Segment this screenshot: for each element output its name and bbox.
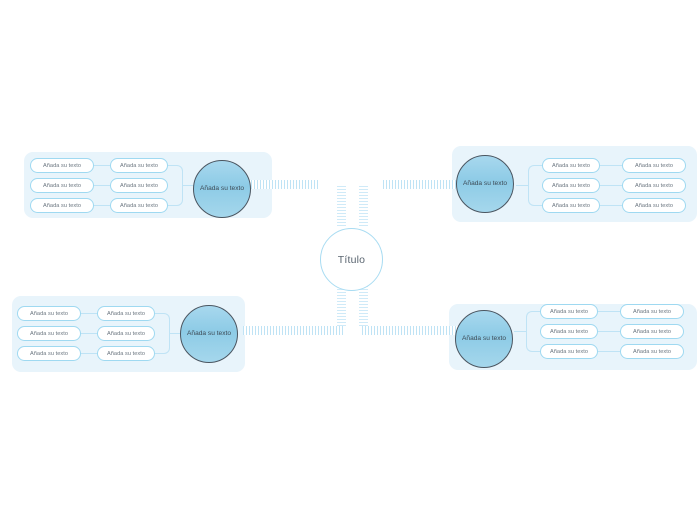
link-bottom-right-1 [598, 311, 620, 312]
leaf-pill-bottom-left-outer-1[interactable]: Añada su texto [17, 306, 81, 321]
center-title-label: Título [337, 253, 366, 266]
center-title-node[interactable]: Título [320, 228, 383, 291]
trunk-connector-top-left-vertical [337, 186, 346, 228]
leaf-pill-bottom-right-outer-2[interactable]: Añada su texto [620, 324, 684, 339]
leaf-label: Añada su texto [42, 182, 82, 189]
link-top-right-1 [600, 165, 622, 166]
leaf-label: Añada su texto [551, 182, 591, 189]
bracket-bottom-left [155, 313, 170, 354]
bracket-top-left [168, 165, 183, 206]
leaf-pill-bottom-right-inner-2[interactable]: Añada su texto [540, 324, 598, 339]
leaf-pill-top-left-inner-1[interactable]: Añada su texto [110, 158, 168, 173]
trunk-connector-bottom-left-vertical [337, 286, 346, 326]
link-bottom-left-2 [81, 333, 97, 334]
bracket-stem-top-left [183, 185, 195, 186]
leaf-label: Añada su texto [119, 182, 159, 189]
leaf-label: Añada su texto [634, 202, 674, 209]
branch-hub-top-left[interactable]: Añada su texto [193, 160, 251, 218]
trunk-connector-left [245, 180, 320, 189]
leaf-label: Añada su texto [106, 310, 146, 317]
leaf-label: Añada su texto [29, 310, 69, 317]
leaf-label: Añada su texto [551, 162, 591, 169]
branch-hub-bottom-left[interactable]: Añada su texto [180, 305, 238, 363]
branch-hub-top-right-label: Añada su texto [463, 180, 507, 188]
leaf-label: Añada su texto [119, 202, 159, 209]
leaf-pill-bottom-left-outer-3[interactable]: Añada su texto [17, 346, 81, 361]
link-top-left-2 [94, 185, 110, 186]
bracket-stem-bottom-right [514, 331, 527, 332]
trunk-connector-bottom-right-vertical [359, 286, 368, 326]
leaf-pill-bottom-left-inner-3[interactable]: Añada su texto [97, 346, 155, 361]
branch-hub-bottom-right-label: Añada su texto [462, 335, 506, 343]
leaf-pill-top-right-outer-1[interactable]: Añada su texto [622, 158, 686, 173]
leaf-pill-top-right-outer-3[interactable]: Añada su texto [622, 198, 686, 213]
leaf-pill-top-left-inner-2[interactable]: Añada su texto [110, 178, 168, 193]
link-bottom-right-2 [598, 331, 620, 332]
leaf-label: Añada su texto [29, 350, 69, 357]
leaf-label: Añada su texto [42, 162, 82, 169]
leaf-label: Añada su texto [29, 330, 69, 337]
link-top-left-3 [94, 205, 110, 206]
branch-hub-bottom-left-label: Añada su texto [187, 330, 231, 338]
leaf-pill-bottom-left-inner-1[interactable]: Añada su texto [97, 306, 155, 321]
branch-hub-top-right[interactable]: Añada su texto [456, 155, 514, 213]
leaf-label: Añada su texto [549, 328, 589, 335]
link-bottom-left-1 [81, 313, 97, 314]
leaf-pill-bottom-right-outer-1[interactable]: Añada su texto [620, 304, 684, 319]
bracket-stem-bottom-left [170, 333, 182, 334]
leaf-label: Añada su texto [632, 328, 672, 335]
leaf-pill-top-right-outer-2[interactable]: Añada su texto [622, 178, 686, 193]
leaf-label: Añada su texto [551, 202, 591, 209]
leaf-label: Añada su texto [106, 350, 146, 357]
leaf-pill-top-left-outer-1[interactable]: Añada su texto [30, 158, 94, 173]
leaf-pill-bottom-right-inner-3[interactable]: Añada su texto [540, 344, 598, 359]
leaf-pill-top-right-inner-2[interactable]: Añada su texto [542, 178, 600, 193]
leaf-label: Añada su texto [632, 348, 672, 355]
trunk-connector-bottom-right-horizontal [362, 326, 460, 335]
leaf-label: Añada su texto [634, 162, 674, 169]
leaf-pill-bottom-left-outer-2[interactable]: Añada su texto [17, 326, 81, 341]
leaf-pill-top-left-outer-2[interactable]: Añada su texto [30, 178, 94, 193]
link-top-left-1 [94, 165, 110, 166]
leaf-label: Añada su texto [106, 330, 146, 337]
leaf-pill-top-left-inner-3[interactable]: Añada su texto [110, 198, 168, 213]
trunk-connector-bottom-left-horizontal [243, 326, 343, 335]
leaf-label: Añada su texto [549, 308, 589, 315]
leaf-pill-top-right-inner-1[interactable]: Añada su texto [542, 158, 600, 173]
bracket-bottom-right [526, 311, 541, 352]
bracket-top-right [528, 165, 543, 206]
leaf-pill-bottom-right-outer-3[interactable]: Añada su texto [620, 344, 684, 359]
leaf-label: Añada su texto [119, 162, 159, 169]
trunk-connector-right [383, 180, 458, 189]
trunk-connector-top-right-vertical [359, 186, 368, 228]
leaf-label: Añada su texto [42, 202, 82, 209]
link-bottom-left-3 [81, 353, 97, 354]
leaf-label: Añada su texto [549, 348, 589, 355]
link-top-right-3 [600, 205, 622, 206]
branch-hub-top-left-label: Añada su texto [200, 185, 244, 193]
leaf-pill-bottom-right-inner-1[interactable]: Añada su texto [540, 304, 598, 319]
branch-hub-bottom-right[interactable]: Añada su texto [455, 310, 513, 368]
leaf-label: Añada su texto [632, 308, 672, 315]
link-top-right-2 [600, 185, 622, 186]
bracket-stem-top-right [516, 185, 529, 186]
link-bottom-right-3 [598, 351, 620, 352]
leaf-pill-top-right-inner-3[interactable]: Añada su texto [542, 198, 600, 213]
leaf-label: Añada su texto [634, 182, 674, 189]
leaf-pill-bottom-left-inner-2[interactable]: Añada su texto [97, 326, 155, 341]
leaf-pill-top-left-outer-3[interactable]: Añada su texto [30, 198, 94, 213]
